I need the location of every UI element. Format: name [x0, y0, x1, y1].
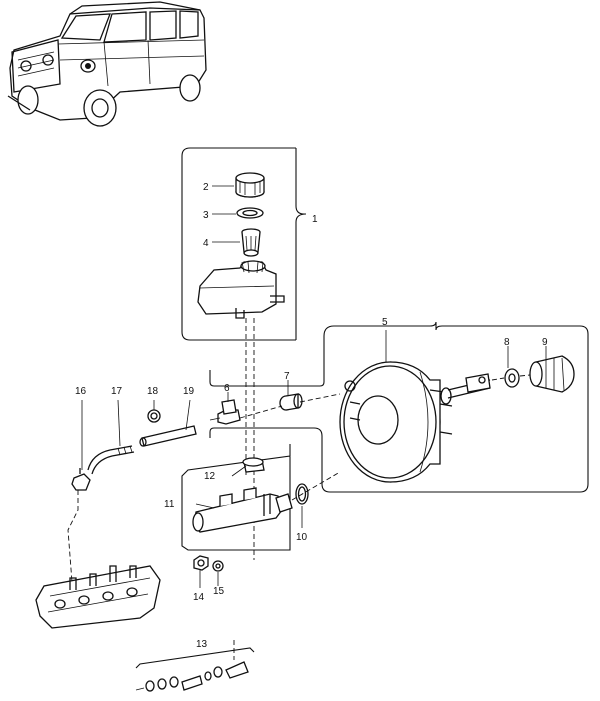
- master-cylinder-group: [181, 444, 293, 551]
- callout-11: 11: [164, 499, 175, 510]
- callout-17: 17: [111, 386, 123, 397]
- callout-5: 5: [382, 317, 388, 328]
- pushrod-boot: [529, 355, 575, 393]
- callout-13: 13: [196, 639, 208, 650]
- mounting-nut-and-washer: [193, 555, 224, 572]
- callout-4: 4: [203, 238, 209, 249]
- booster-seal-ring: [504, 368, 520, 388]
- callout-18: 18: [147, 386, 159, 397]
- master-cylinder-seal: [295, 483, 309, 505]
- check-valve: [209, 399, 241, 425]
- callout-16: 16: [75, 386, 87, 397]
- callout-14: 14: [193, 592, 205, 603]
- callout-3: 3: [203, 210, 209, 221]
- callout-6: 6: [224, 383, 230, 394]
- callout-8: 8: [504, 337, 510, 348]
- callout-10: 10: [296, 532, 308, 543]
- callout-7: 7: [284, 371, 290, 382]
- callout-12: 12: [204, 471, 216, 482]
- brake-booster: [339, 361, 491, 483]
- booster-grommet: [279, 393, 303, 411]
- vehicle-thumbnail: [7, 1, 207, 127]
- callout-2: 2: [203, 182, 209, 193]
- callout-9: 9: [542, 337, 548, 348]
- intake-manifold: [35, 565, 161, 629]
- booster-assembly-group: [209, 321, 589, 493]
- callout-1: 1: [312, 214, 318, 225]
- callout-19: 19: [183, 386, 195, 397]
- callout-numbers: 1 2 3 4 5 6 7 8 9 10 11 12 13 14 15 16 1…: [75, 182, 548, 650]
- reservoir-cap: [235, 172, 265, 198]
- hose-parts: [71, 409, 197, 491]
- leader-lines: [81, 185, 547, 588]
- repair-kit-group: [135, 647, 255, 692]
- callout-15: 15: [213, 586, 225, 597]
- brake-fluid-reservoir: [197, 260, 285, 319]
- filter-strainer: [241, 228, 261, 257]
- seal-ring: [236, 207, 264, 219]
- reservoir-assembly-group: [181, 147, 307, 341]
